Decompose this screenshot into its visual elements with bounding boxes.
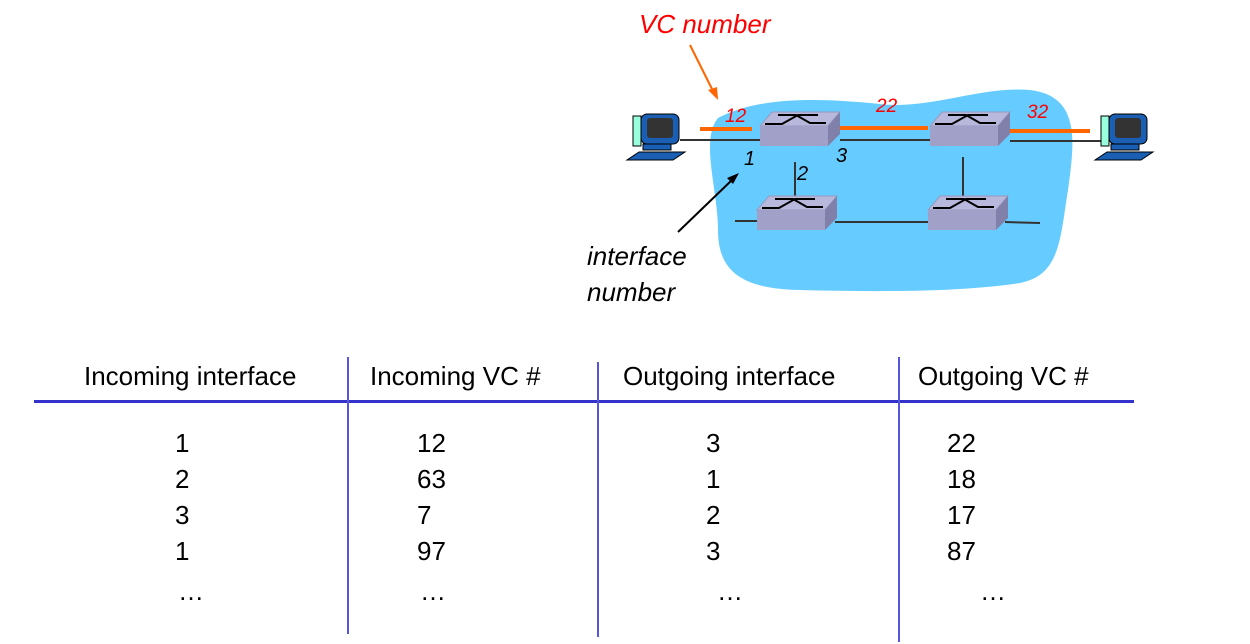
vc-number-callout: VC number xyxy=(639,9,772,39)
table-cell: 3 xyxy=(175,500,190,530)
header-incoming-interface: Incoming interface xyxy=(84,361,297,391)
interface-number-callout-line1: interface xyxy=(587,241,687,271)
table-cell: 3 xyxy=(706,428,721,458)
table-cell: 2 xyxy=(175,464,190,494)
table-cell: 87 xyxy=(947,536,976,566)
vc-number-arrow xyxy=(689,44,718,100)
table-cell: 18 xyxy=(947,464,976,494)
switch-icon xyxy=(755,195,839,230)
interface-label-1: 1 xyxy=(744,148,755,170)
host-right-icon xyxy=(1093,113,1155,161)
table-cell: 2 xyxy=(706,500,721,530)
switch-icon xyxy=(758,111,842,146)
table-cell: 1 xyxy=(175,428,190,458)
switch-icon xyxy=(928,111,1012,146)
column-divider xyxy=(597,362,599,637)
column-divider xyxy=(898,357,900,642)
network-cloud xyxy=(710,89,1073,292)
switch-icon xyxy=(926,195,1010,230)
table-cell: 22 xyxy=(947,428,976,458)
table-cell: … xyxy=(420,576,446,606)
table-cell: … xyxy=(717,576,743,606)
header-outgoing-interface: Outgoing interface xyxy=(623,361,836,391)
vc-label-32: 32 xyxy=(1027,102,1049,123)
header-outgoing-vc: Outgoing VC # xyxy=(918,361,1089,391)
interface-label-3: 3 xyxy=(836,145,847,167)
interface-label-2: 2 xyxy=(796,163,808,185)
table-cell: … xyxy=(980,576,1006,606)
network-diagram: VC number 12 22 32 1 2 3 interface numbe… xyxy=(587,9,1155,307)
table-cell: 1 xyxy=(706,464,721,494)
host-left-icon xyxy=(625,113,687,161)
table-cell: 3 xyxy=(706,536,721,566)
vc-label-22: 22 xyxy=(875,96,898,117)
column-divider xyxy=(347,357,349,634)
table-cell: 97 xyxy=(417,536,446,566)
table-cell: 12 xyxy=(417,428,446,458)
table-header-rule xyxy=(34,400,1134,403)
table-cell: 17 xyxy=(947,500,976,530)
table-cell: 63 xyxy=(417,464,446,494)
table-cell: 7 xyxy=(417,500,432,530)
links xyxy=(680,139,1110,224)
interface-number-callout-line2: number xyxy=(587,277,676,307)
table-cell: 1 xyxy=(175,536,190,566)
table-cell: … xyxy=(178,576,204,606)
interface-number-arrow xyxy=(677,173,739,233)
vc-links xyxy=(700,126,1090,133)
header-incoming-vc: Incoming VC # xyxy=(370,361,541,391)
vc-label-12: 12 xyxy=(725,106,747,127)
